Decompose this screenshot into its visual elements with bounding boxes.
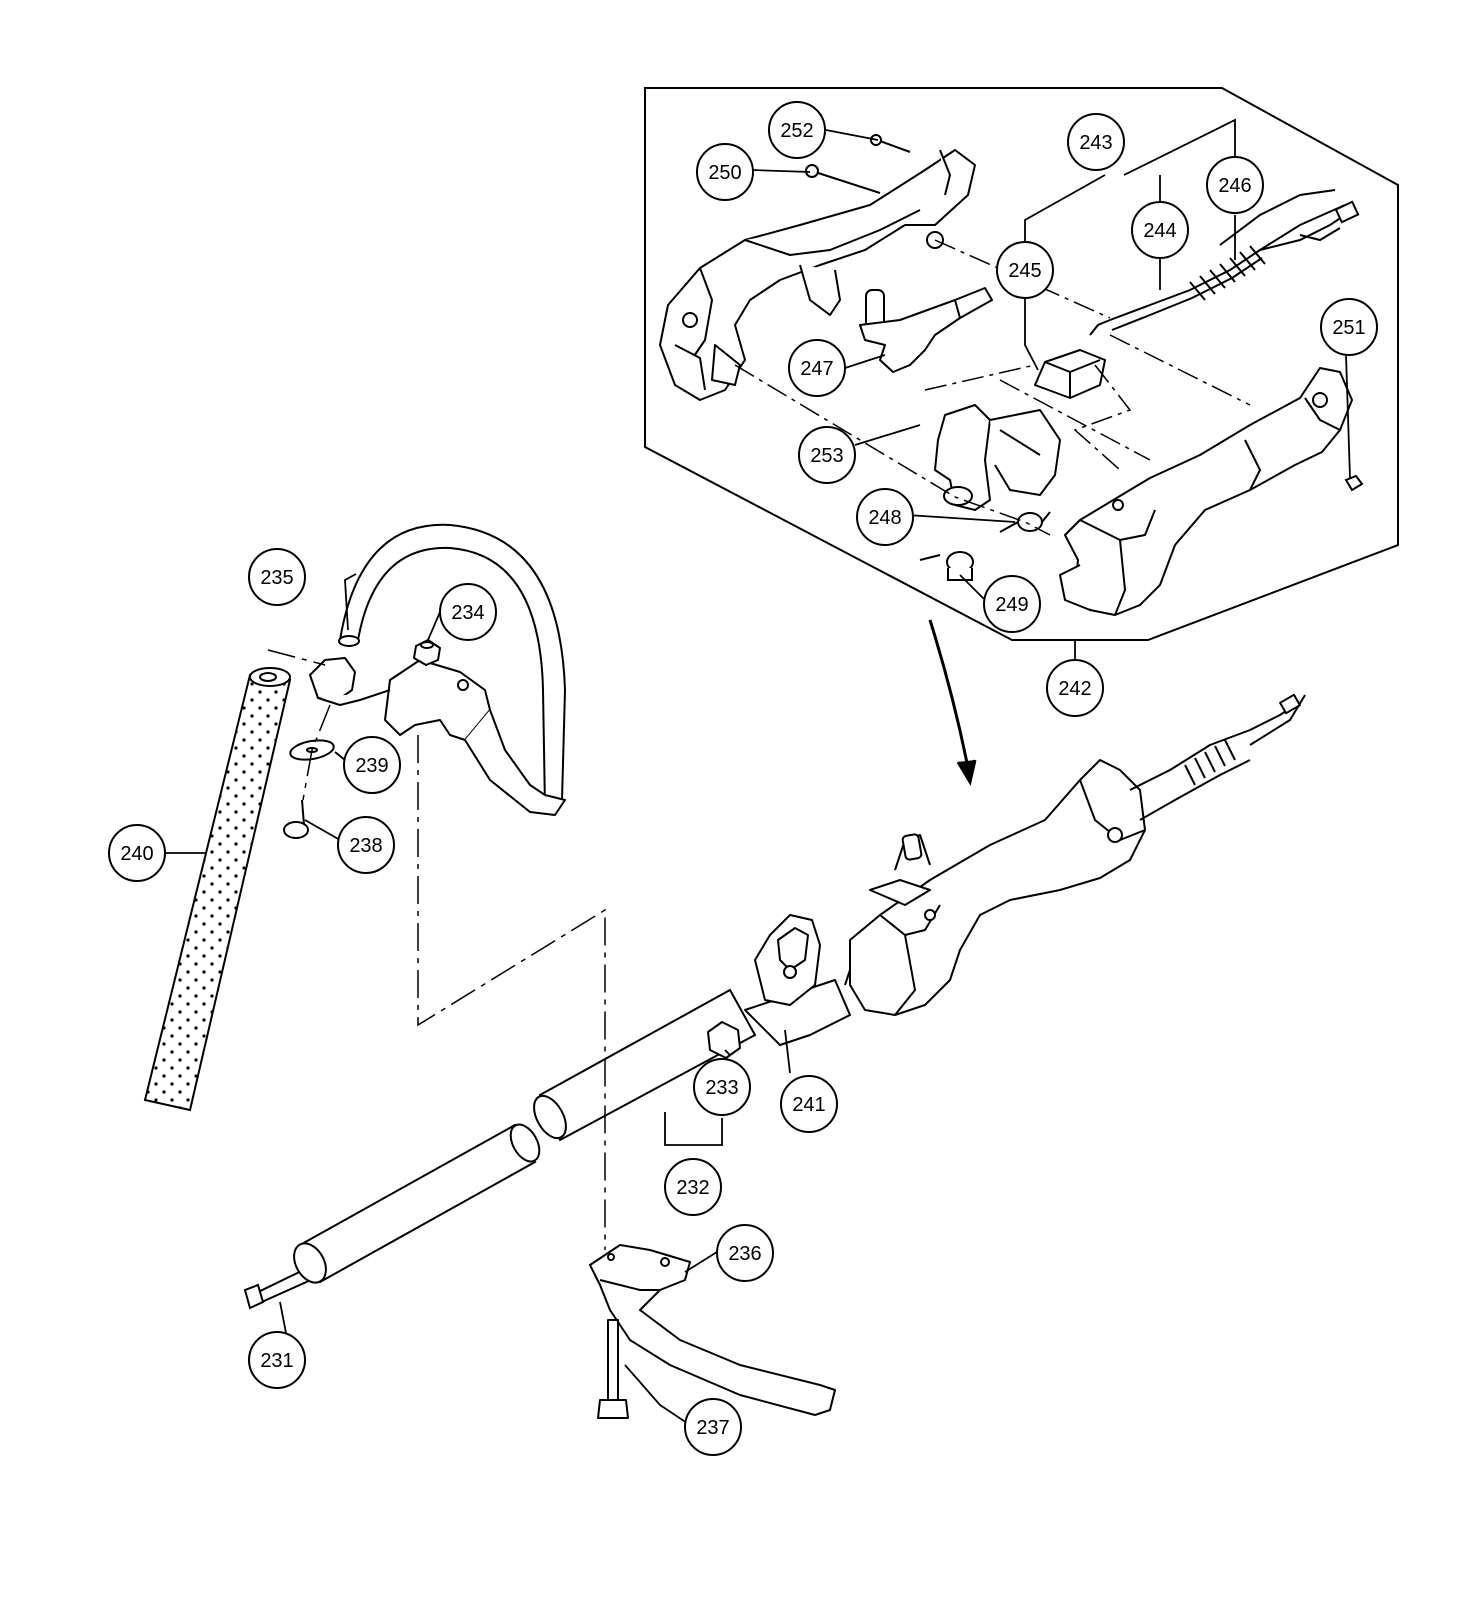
callout-234: 234 <box>439 583 497 641</box>
upper-tube-part <box>533 988 757 1142</box>
screw-250-part <box>814 171 881 194</box>
callout-label: 241 <box>792 1094 825 1116</box>
callout-233: 233 <box>693 1058 751 1116</box>
main-assembly-lines <box>267 649 606 1250</box>
lower-bracket-part <box>589 1244 836 1419</box>
callout-238: 238 <box>337 816 395 874</box>
callout-243: 243 <box>1067 113 1125 171</box>
callout-label: 246 <box>1218 175 1251 197</box>
callout-248: 248 <box>856 488 914 546</box>
callout-circle <box>337 816 395 874</box>
callout-246: 246 <box>1206 156 1264 214</box>
callout-247: 247 <box>788 339 846 397</box>
bolt-233-part <box>707 1021 741 1059</box>
callout-252: 252 <box>768 101 826 159</box>
callout-circle <box>1067 113 1125 171</box>
bolt-237-part <box>597 1399 629 1419</box>
callout-circle <box>693 1058 751 1116</box>
callout-245: 245 <box>996 241 1054 299</box>
callout-label: 235 <box>260 567 293 589</box>
callout-251: 251 <box>1320 298 1378 356</box>
callout-circle <box>248 548 306 606</box>
callout-label: 248 <box>868 507 901 529</box>
callout-232: 232 <box>664 1158 722 1216</box>
callout-circle <box>983 575 1041 633</box>
callout-circle <box>248 1331 306 1389</box>
callout-242: 242 <box>1046 659 1104 717</box>
callout-circle <box>996 241 1054 299</box>
callout-label: 232 <box>676 1177 709 1199</box>
callout-label: 251 <box>1332 317 1365 339</box>
callout-circle <box>856 488 914 546</box>
callout-label: 239 <box>355 755 388 777</box>
callout-237: 237 <box>684 1398 742 1456</box>
loop-handle-part <box>309 523 566 816</box>
callout-label: 234 <box>451 602 484 624</box>
callout-239: 239 <box>343 736 401 794</box>
assembled-handle-part <box>849 693 1306 1016</box>
small-parts <box>805 134 1364 581</box>
grip-tube-part <box>143 667 292 1112</box>
callout-circle <box>696 143 754 201</box>
callout-circle <box>1206 156 1264 214</box>
stop-switch-part <box>1034 349 1106 399</box>
callout-circle <box>108 824 166 882</box>
callout-label: 238 <box>349 835 382 857</box>
callout-circle <box>1046 659 1104 717</box>
callout-label: 240 <box>120 843 153 865</box>
callout-circle <box>788 339 846 397</box>
callout-label: 244 <box>1143 220 1176 242</box>
callout-label: 252 <box>780 120 813 142</box>
callout-circle <box>684 1398 742 1456</box>
callout-231: 231 <box>248 1331 306 1389</box>
callout-label: 253 <box>810 445 843 467</box>
callout-label: 231 <box>260 1350 293 1372</box>
callout-244: 244 <box>1131 201 1189 259</box>
callout-circle <box>1320 298 1378 356</box>
callout-circle <box>343 736 401 794</box>
callout-236: 236 <box>716 1224 774 1282</box>
nut-251-part <box>1344 474 1364 492</box>
callout-label: 237 <box>696 1417 729 1439</box>
callout-249: 249 <box>983 575 1041 633</box>
callout-circle <box>780 1075 838 1133</box>
callout-label: 249 <box>995 594 1028 616</box>
callout-253: 253 <box>798 426 856 484</box>
inset-assembly-lines <box>734 239 1251 536</box>
callout-label: 233 <box>705 1077 738 1099</box>
callout-label: 247 <box>800 358 833 380</box>
callout-circle <box>716 1224 774 1282</box>
assembly-arrow <box>928 619 977 786</box>
callout-circle <box>768 101 826 159</box>
trigger-lever-part <box>859 287 993 373</box>
inset-panel <box>644 87 1399 641</box>
callout-circle <box>1131 201 1189 259</box>
lower-housing-part <box>1059 367 1353 616</box>
callout-240: 240 <box>108 824 166 882</box>
callout-label: 250 <box>708 162 741 184</box>
screw-252-part <box>879 140 911 153</box>
callouts: 231 232 233 234 235 236 237 238 239 240 241 242 243 2… <box>108 101 1378 1456</box>
callout-circle <box>798 426 856 484</box>
callout-label: 243 <box>1079 132 1112 154</box>
callout-250: 250 <box>696 143 754 201</box>
callout-circle <box>439 583 497 641</box>
callout-241: 241 <box>780 1075 838 1133</box>
lower-tube-part <box>293 1123 541 1284</box>
callout-235: 235 <box>248 548 306 606</box>
throttle-lever-part <box>934 404 1061 511</box>
callout-circle <box>664 1158 722 1216</box>
callout-label: 242 <box>1058 678 1091 700</box>
upper-housing-part <box>659 149 976 401</box>
callout-label: 245 <box>1008 260 1041 282</box>
throttle-cable-part <box>1089 189 1360 336</box>
callout-label: 236 <box>728 1243 761 1265</box>
